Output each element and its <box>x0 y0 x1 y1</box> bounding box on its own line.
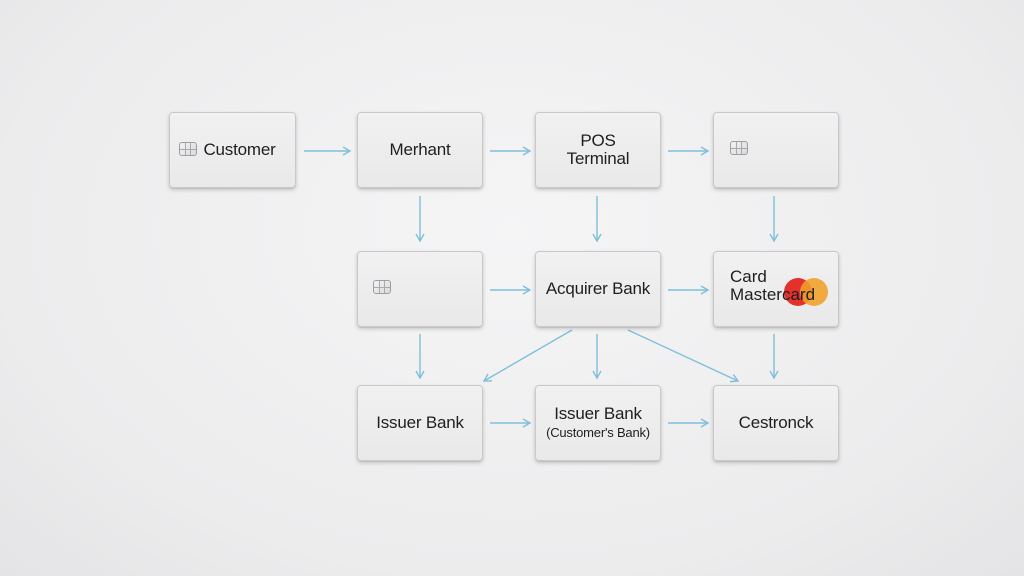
node-blank-card-top <box>713 112 839 188</box>
node-issuer2-label: Issuer Bank <box>554 404 642 423</box>
node-customer: Customer <box>169 112 296 188</box>
node-card-label: Card Mastercard <box>730 268 815 304</box>
node-blank-card-middle <box>357 251 483 327</box>
node-card-mastercard: Card Mastercard <box>713 251 839 327</box>
node-cestronck: Cestronck <box>713 385 839 461</box>
mastercard-logo-icon <box>784 278 828 306</box>
node-issuer-bank: Issuer Bank <box>357 385 483 461</box>
node-pos-terminal: POS Terminal <box>535 112 661 188</box>
node-customer-label: Customer <box>203 140 276 159</box>
node-issuer2-text: Issuer Bank (Customer's Bank) <box>546 405 650 441</box>
card-chip-icon <box>179 142 197 156</box>
node-merchant-label: Merhant <box>389 140 451 159</box>
card-chip-icon <box>373 280 391 294</box>
node-issuer-bank-customers: Issuer Bank (Customer's Bank) <box>535 385 661 461</box>
arrow-acquirer-to-cestronck <box>627 329 740 383</box>
node-card-line2: Mastercard <box>730 285 816 304</box>
node-card-line1: Card <box>730 267 767 286</box>
node-pos-label: POS Terminal <box>566 131 630 168</box>
node-issuer2-sub: (Customer's Bank) <box>546 425 650 440</box>
node-acquirer-label: Acquirer Bank <box>545 279 651 298</box>
node-issuer-label: Issuer Bank <box>376 413 464 432</box>
node-cestronck-label: Cestronck <box>738 413 814 432</box>
node-merchant: Merhant <box>357 112 483 188</box>
node-acquirer-bank: Acquirer Bank <box>535 251 661 327</box>
arrow-acquirer-to-issuer <box>482 329 573 382</box>
card-chip-icon <box>730 141 748 155</box>
